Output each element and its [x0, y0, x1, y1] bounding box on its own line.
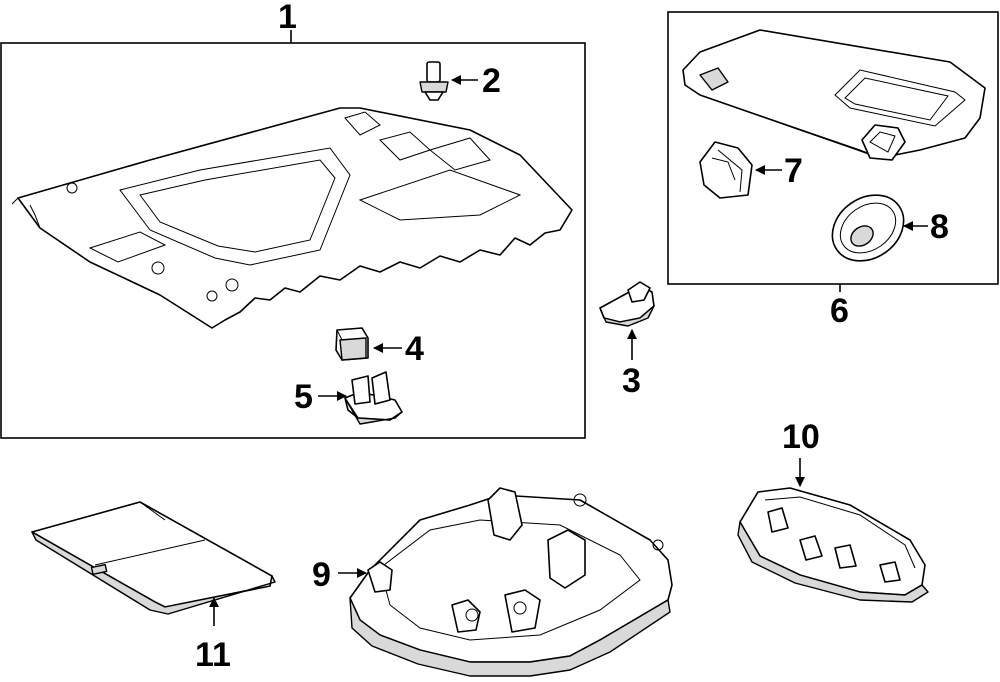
sunvisor-group-frame [667, 11, 999, 285]
callout-5-label: 5 [294, 378, 313, 416]
dome-lamp-part[interactable] [737, 487, 929, 603]
sunvisor-group: 6 7 8 [667, 11, 999, 330]
bracket-part-5[interactable] [344, 371, 403, 425]
bracket-part-4[interactable] [335, 327, 369, 361]
callout-6-label: 6 [830, 292, 849, 330]
callout-8-label: 8 [930, 208, 949, 246]
callout-4-label: 4 [405, 330, 424, 368]
headliner-part[interactable] [11, 107, 573, 329]
visor-holder-part[interactable] [820, 182, 917, 275]
callout-2-label: 2 [482, 62, 501, 100]
callout-9-label: 9 [312, 556, 331, 594]
callout-1-label: 1 [278, 0, 297, 36]
callout-10-label: 10 [782, 418, 820, 456]
callout-11-label: 11 [195, 636, 231, 674]
headliner-group: 1 2 [0, 0, 586, 439]
sunvisor-part[interactable] [682, 29, 986, 161]
callout-3-label: 3 [622, 362, 641, 400]
visor-clip-part[interactable] [699, 141, 753, 199]
callout-7-label: 7 [784, 152, 803, 190]
overhead-console-part[interactable] [349, 487, 673, 677]
hook-part[interactable] [599, 281, 655, 327]
lamp-cover-part[interactable] [31, 501, 276, 615]
headliner-group-frame [0, 42, 586, 439]
clip-part[interactable] [419, 61, 449, 101]
